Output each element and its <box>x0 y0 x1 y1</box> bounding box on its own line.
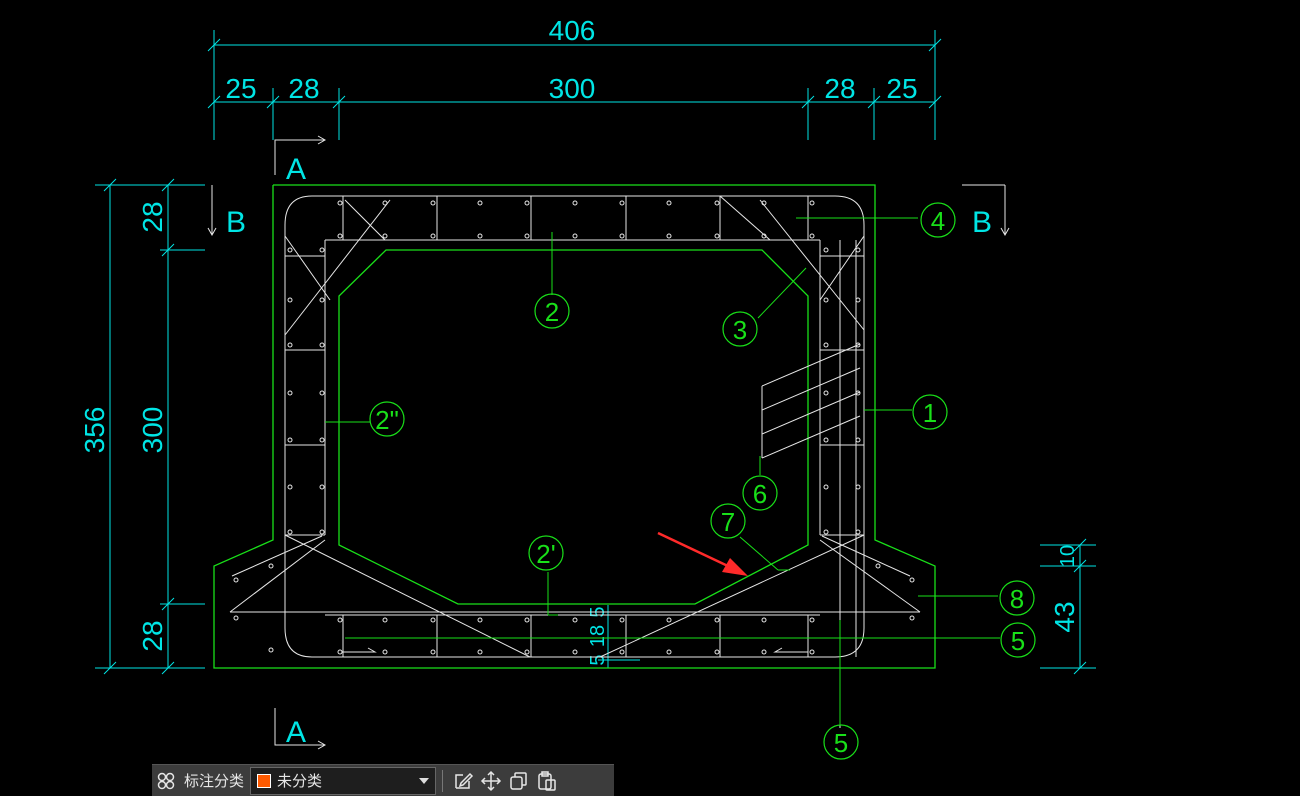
dim-height-bottom: 28 <box>137 620 168 651</box>
annotation-toolbar: 标注分类 未分类 <box>152 764 614 796</box>
dim-bottom-b: 18 <box>587 625 609 647</box>
dim-right-inner: 28 <box>824 73 855 104</box>
section-label-b-right: B <box>972 206 992 239</box>
rebar-dots <box>233 200 915 655</box>
balloon-1: 1 <box>923 398 937 428</box>
edit-annotation-icon[interactable] <box>449 767 477 795</box>
balloon-8: 8 <box>1010 584 1024 614</box>
balloon-circles <box>369 202 1036 760</box>
category-dropdown[interactable]: 未分类 <box>250 766 437 795</box>
balloon-2-prime: 2' <box>536 539 555 569</box>
dim-overall-width: 406 <box>549 15 596 46</box>
dim-left-inner: 28 <box>288 73 319 104</box>
balloon-2: 2 <box>545 297 559 327</box>
balloon-6: 6 <box>753 479 767 509</box>
balloon-3: 3 <box>733 315 747 345</box>
section-label-a-bottom: A <box>286 716 306 749</box>
section-label-b-left: B <box>226 206 246 239</box>
balloon-5-bottom: 5 <box>834 728 848 758</box>
annotation-palette-icon[interactable] <box>152 767 180 795</box>
dim-height-middle: 300 <box>137 407 168 454</box>
dim-middle: 300 <box>549 73 596 104</box>
dim-height-top: 28 <box>137 201 168 232</box>
balloon-4: 4 <box>931 206 945 236</box>
dim-right-outer: 25 <box>886 73 917 104</box>
section-mark-lines <box>207 135 1010 750</box>
balloon-2-double-prime: 2" <box>375 405 399 435</box>
dim-bottom-c: 5 <box>587 654 609 665</box>
balloon-7: 7 <box>721 507 735 537</box>
dim-right-small: 10 <box>1057 545 1079 567</box>
dim-left-outer: 25 <box>225 73 256 104</box>
dimension-lines <box>95 30 1096 675</box>
category-color-swatch <box>257 773 272 788</box>
category-dropdown-value: 未分类 <box>277 773 323 790</box>
dim-overall-height: 356 <box>79 407 110 454</box>
chevron-down-icon <box>419 777 430 784</box>
copy-icon[interactable] <box>505 767 533 795</box>
balloon-5: 5 <box>1011 626 1025 656</box>
red-pointer-arrow-icon <box>657 531 748 576</box>
toolbar-divider <box>442 769 444 792</box>
leader-lines <box>325 217 1000 725</box>
dim-right-large: 43 <box>1049 601 1080 632</box>
rebar-lines <box>229 195 921 728</box>
section-label-a-top: A <box>286 153 306 186</box>
annotation-category-label: 标注分类 <box>184 773 245 790</box>
paste-icon[interactable] <box>533 767 561 795</box>
concrete-outline <box>213 184 936 669</box>
move-icon[interactable] <box>477 767 505 795</box>
